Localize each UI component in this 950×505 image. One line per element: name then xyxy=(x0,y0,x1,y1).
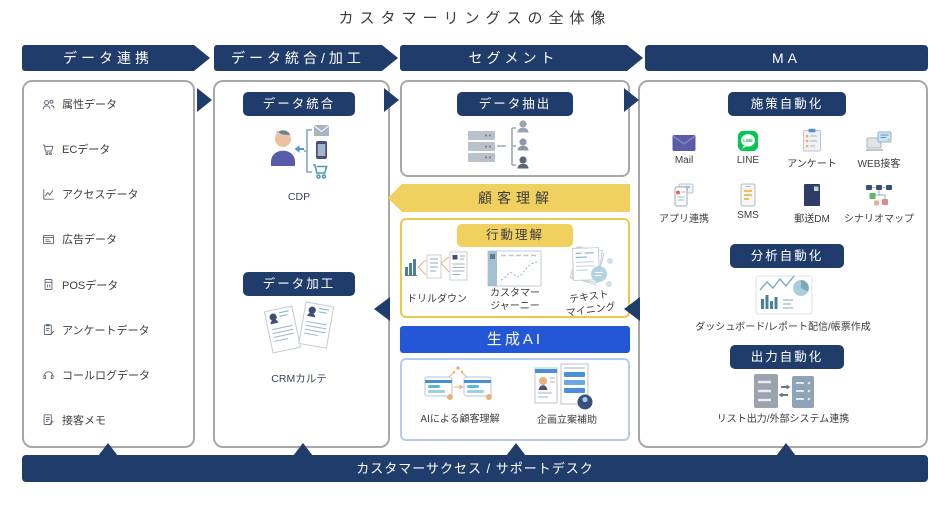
source-label: ECデータ xyxy=(62,144,111,157)
ai-customer-understanding-illustration xyxy=(424,366,492,400)
output-caption: リスト出力/外部システム連携 xyxy=(716,414,850,425)
channel-label: シナリオマップ xyxy=(844,214,914,225)
channel-web-chat: WEB接客 xyxy=(844,128,914,170)
source-label: 広告データ xyxy=(62,234,117,247)
header-label: データ統合/加工 xyxy=(231,50,365,66)
line-chart-icon xyxy=(43,189,54,200)
flow-arrow-segment-to-ma xyxy=(624,88,639,112)
source-item-call-log: コールログデータ xyxy=(41,367,187,383)
survey-clipboard-icon xyxy=(43,324,55,336)
source-item-survey: アンケートデータ xyxy=(41,322,187,338)
channel-label: SMS xyxy=(737,210,759,221)
data-process-badge: データ加工 xyxy=(243,272,355,296)
svg-text:LINE: LINE xyxy=(743,138,753,143)
header-ma: MA xyxy=(645,45,928,71)
channel-label: アンケート xyxy=(787,159,837,170)
analysis-automation-badge: 分析自動化 xyxy=(730,244,844,268)
headset-icon xyxy=(43,371,54,380)
text-mining-illustration xyxy=(569,245,613,287)
data-sources-list: 属性データ ECデータ アクセスデータ 広告データ POSデータ アンケートデー… xyxy=(24,82,193,446)
cdp-illustration xyxy=(271,125,330,179)
source-label: アンケートデータ xyxy=(62,324,150,337)
header-label: セグメント xyxy=(468,50,559,66)
header-label: データ連携 xyxy=(63,50,153,66)
dashboard-illustration xyxy=(755,275,813,315)
header-data-integration-flow-1: データ連携 xyxy=(22,45,210,71)
flow-arrow-sources-to-integration xyxy=(197,88,212,112)
channel-sms: SMS xyxy=(716,183,780,225)
channel-direct-mail: 郵送DM xyxy=(780,183,844,225)
direct-mail-icon xyxy=(804,184,820,206)
pos-register-icon xyxy=(44,279,53,291)
source-label: 接客メモ xyxy=(62,414,106,427)
source-item-attribute: 属性データ xyxy=(41,96,187,112)
app-link-icon xyxy=(674,183,694,207)
channel-label: LINE xyxy=(736,155,760,166)
analysis-caption: ダッシュボード/レポート配信/帳票作成 xyxy=(695,322,871,333)
action-automation-badge: 施策自動化 xyxy=(728,92,846,116)
drilldown-illustration xyxy=(405,251,468,281)
cart-icon xyxy=(42,144,54,155)
header-segment: セグメント xyxy=(400,45,643,71)
customer-success-bar: カスタマーサクセス / サポートデスク xyxy=(22,455,928,482)
channel-label: 郵送DM xyxy=(794,214,830,225)
source-label: アクセスデータ xyxy=(62,189,139,202)
planning-support-illustration xyxy=(534,363,593,410)
data-extract-badge: データ抽出 xyxy=(457,92,573,116)
source-label: コールログデータ xyxy=(62,369,150,382)
channel-label: Mail xyxy=(674,155,694,166)
data-sources-panel: 属性データ ECデータ アクセスデータ 広告データ POSデータ アンケートデー… xyxy=(22,80,195,448)
crm-caption: CRMカルテ xyxy=(271,373,327,385)
ai-customer-understanding-label: AIによる顧客理解 xyxy=(420,414,500,425)
crm-karte-illustration xyxy=(263,301,335,354)
header-data-merge-process: データ統合/加工 xyxy=(214,45,398,71)
channel-line: LINE LINE xyxy=(716,128,780,170)
line-app-icon: LINE xyxy=(737,130,759,152)
source-label: POSデータ xyxy=(62,279,119,292)
drilldown-label: ドリルダウン xyxy=(407,294,467,305)
source-item-ad: 広告データ xyxy=(41,231,187,247)
sms-icon xyxy=(740,183,756,207)
source-item-ec: ECデータ xyxy=(41,141,187,157)
channel-mail: Mail xyxy=(652,128,716,170)
data-extract-illustration xyxy=(468,120,529,169)
behavior-understanding-badge: 行動理解 xyxy=(457,224,573,247)
source-item-access: アクセスデータ xyxy=(41,186,187,202)
ma-channels-grid: Mail LINE LINE アンケート WEB接客 アプリ連携 SMS 郵送D… xyxy=(652,128,914,225)
channel-scenario-map: シナリオマップ xyxy=(844,183,914,225)
generative-ai-band: 生成AI xyxy=(400,326,630,353)
channel-label: アプリ連携 xyxy=(659,214,709,225)
output-automation-badge: 出力自動化 xyxy=(730,345,844,369)
customer-journey-illustration xyxy=(487,250,542,287)
flow-arrow-integration-to-segment xyxy=(384,88,399,112)
people-icon xyxy=(42,99,55,109)
channel-app-link: アプリ連携 xyxy=(652,183,716,225)
scenario-map-icon xyxy=(866,185,892,206)
survey-icon xyxy=(803,128,821,152)
planning-support-label: 企画立案補助 xyxy=(537,415,597,426)
data-merge-badge: データ統合 xyxy=(243,92,355,116)
customer-journey-label: カスタマー ジャーニー xyxy=(490,288,540,312)
source-item-memo: 接客メモ xyxy=(41,412,187,428)
cdp-caption: CDP xyxy=(287,191,311,203)
ad-browser-icon xyxy=(43,234,54,244)
output-servers-illustration xyxy=(754,374,814,408)
diagram-title: カスタマーリングスの全体像 xyxy=(338,10,612,27)
source-item-pos: POSデータ xyxy=(41,277,187,293)
memo-icon xyxy=(43,414,54,426)
web-chat-icon xyxy=(866,131,892,151)
header-label: MA xyxy=(772,50,801,66)
channel-survey: アンケート xyxy=(780,128,844,170)
mail-icon xyxy=(672,135,696,151)
source-label: 属性データ xyxy=(62,99,117,111)
integration-panel xyxy=(213,80,390,448)
customer-understanding-band: 顧客理解 xyxy=(388,184,630,212)
channel-label: WEB接客 xyxy=(857,159,901,170)
